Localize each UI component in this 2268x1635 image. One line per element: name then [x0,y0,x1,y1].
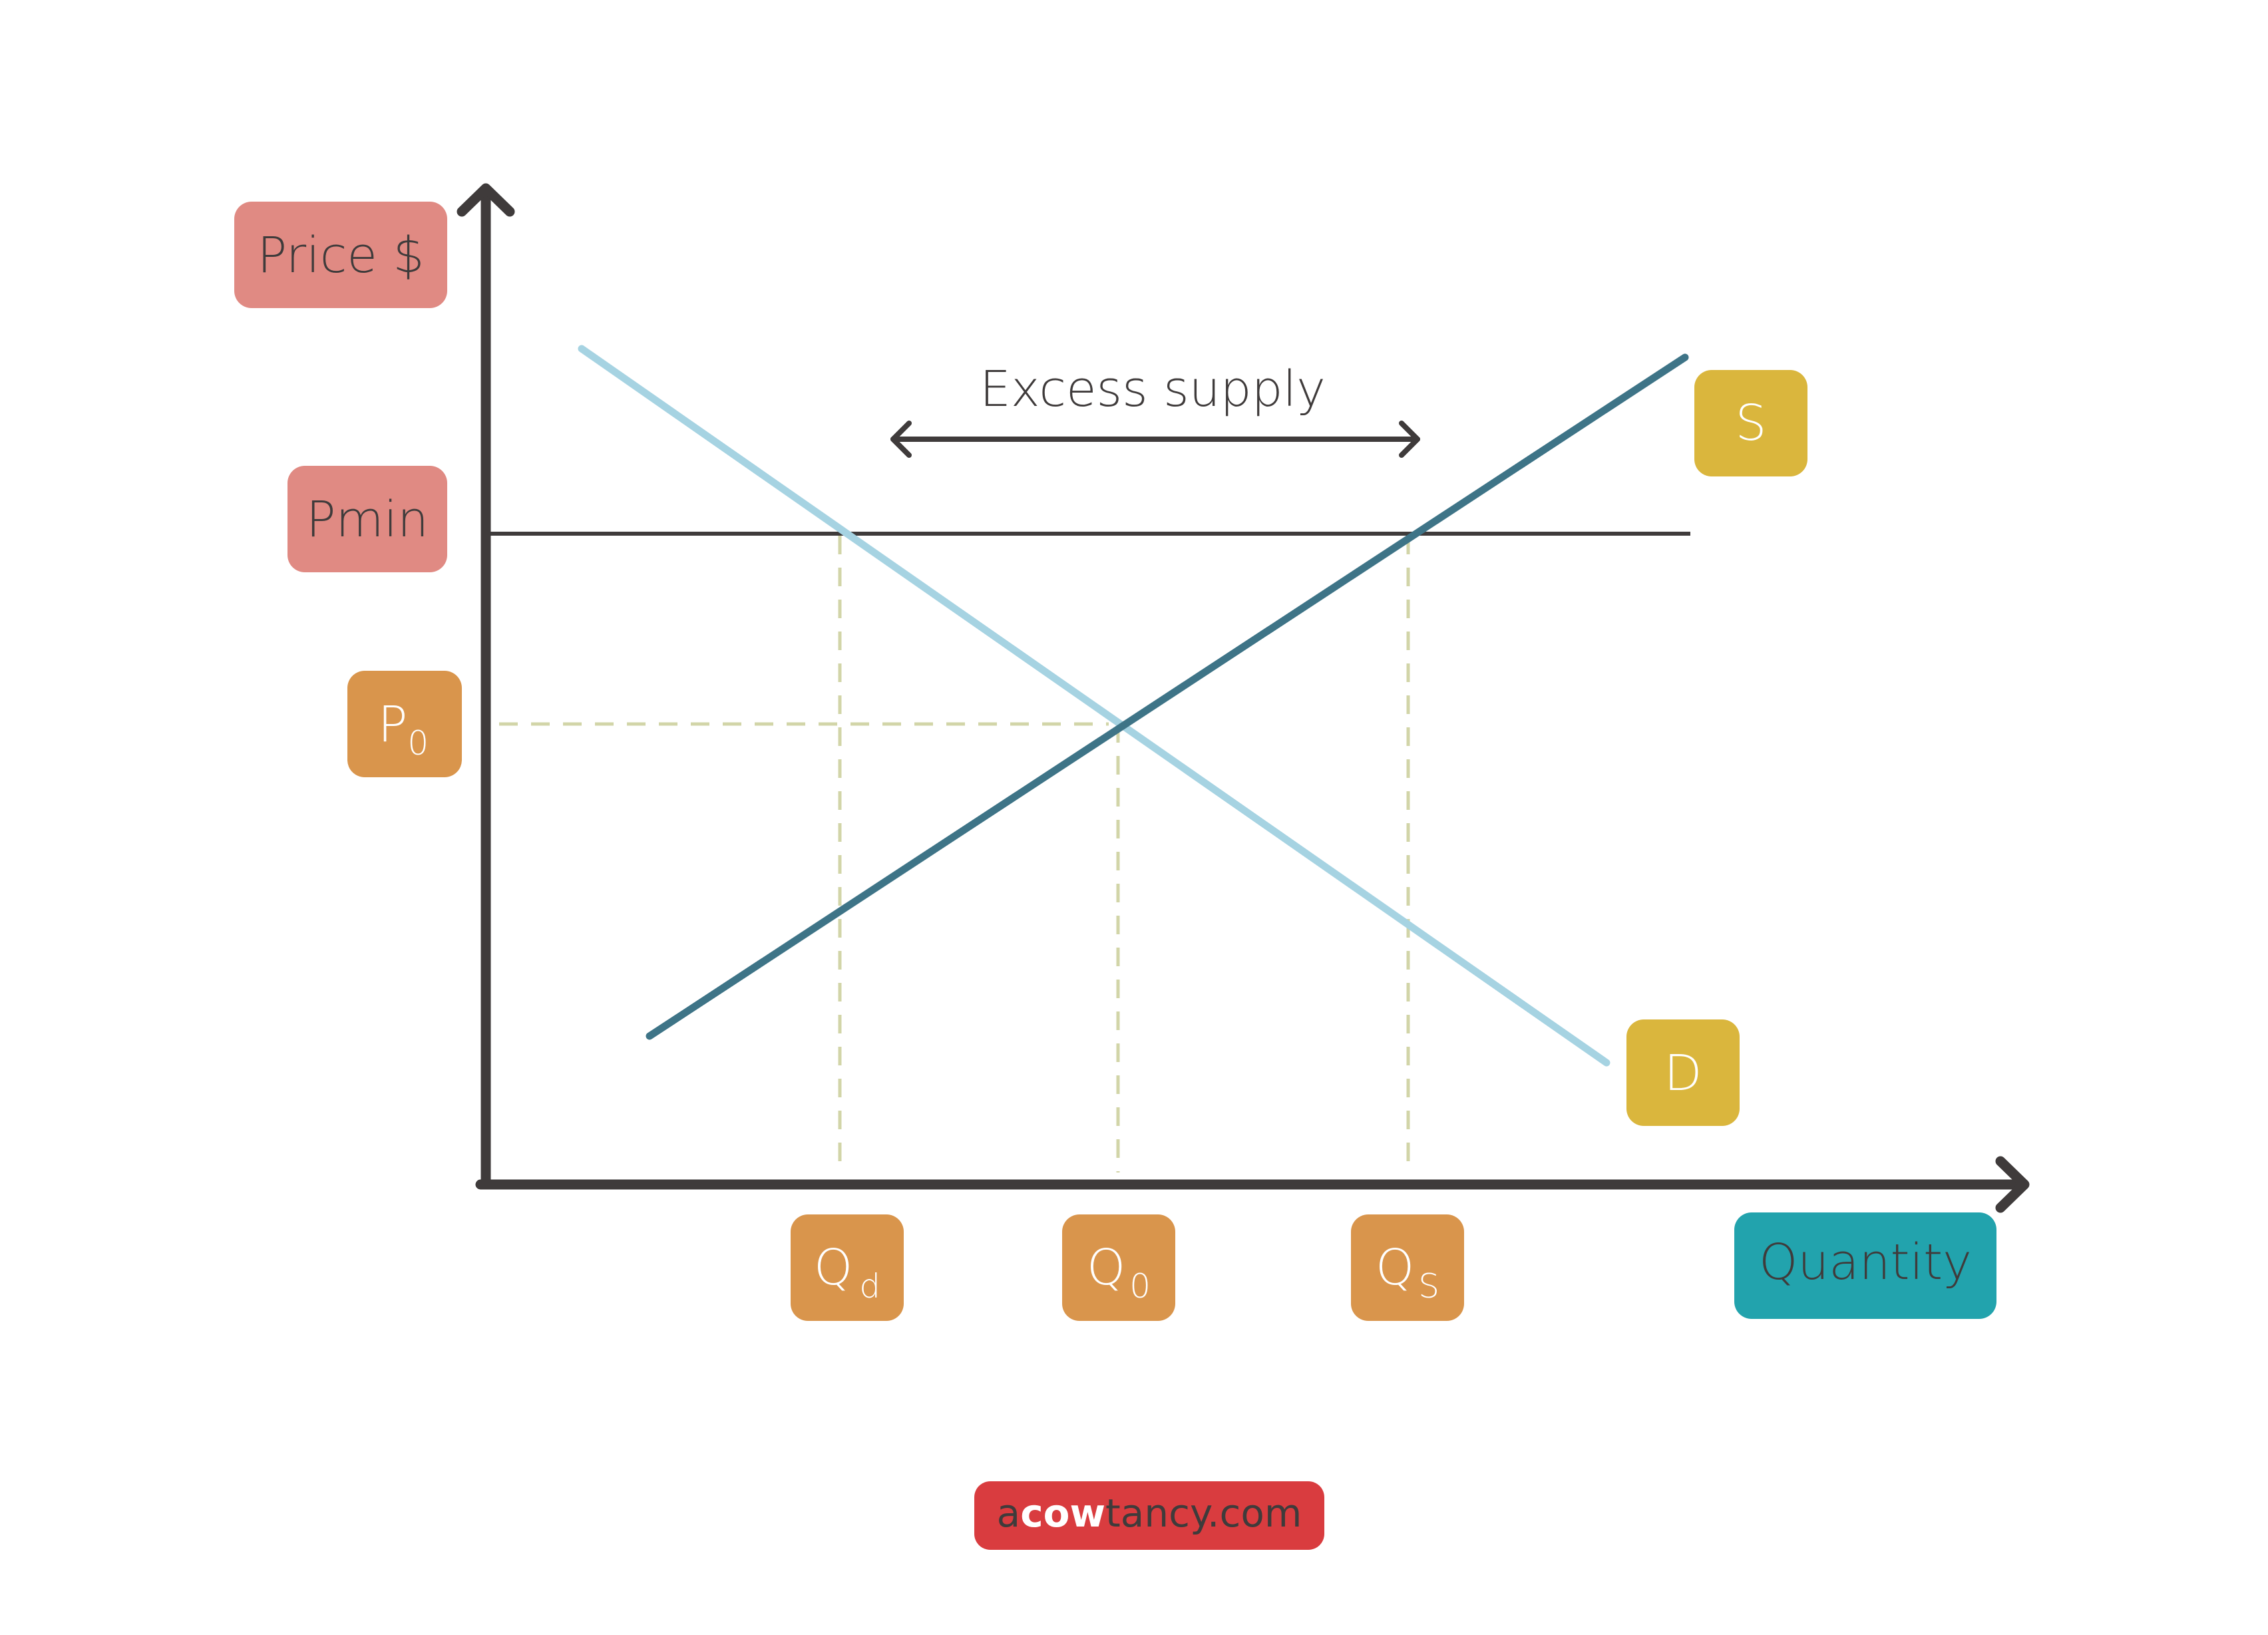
qd-label-sub: d [859,1267,880,1306]
logo-suffix: tancy.com [1105,1491,1302,1536]
q0-label-main: Q [1087,1239,1125,1296]
price-axis-label: Price $ [234,202,447,308]
p0-label-main: P [378,696,408,753]
p0-label-text: P0 [378,696,429,763]
qs-label-sub: S [1418,1267,1439,1306]
acowtancy-logo-text: acowtancy.com [997,1491,1302,1536]
arrowhead-left [890,421,912,458]
demand-curve-label-text: D [1664,1045,1702,1102]
excess-supply-label: Excess supply [980,361,1326,418]
acowtancy-logo: acowtancy.com [974,1481,1324,1550]
pmin-label: Pmin [287,466,447,572]
quantity-axis-label-text: Quantity [1759,1234,1972,1291]
quantity-axis-label: Quantity [1734,1212,1996,1319]
logo-prefix: a [997,1491,1021,1536]
qd-label-main: Q [814,1239,852,1296]
excess-supply-annotation: Excess supply [890,361,1420,458]
arrow-up-icon [457,183,515,217]
p0-label-sub: 0 [407,724,429,763]
q0-label-sub: 0 [1129,1267,1151,1306]
qs-label-main: Q [1376,1239,1414,1296]
logo-brand: cow [1020,1491,1105,1536]
price-axis-label-text: Price $ [257,227,424,284]
demand-curve-label: D [1626,1019,1740,1126]
arrow-right-icon [1995,1156,2030,1213]
supply-curve-label: S [1694,370,1807,476]
supply-curve-label-text: S [1736,395,1767,452]
supply-curve [646,353,1689,1040]
demand-curve [578,345,1610,1067]
arrowhead-right [1399,421,1420,458]
pmin-label-text: Pmin [306,491,429,548]
axes [457,183,2030,1213]
p0-label: P0 [347,671,462,777]
